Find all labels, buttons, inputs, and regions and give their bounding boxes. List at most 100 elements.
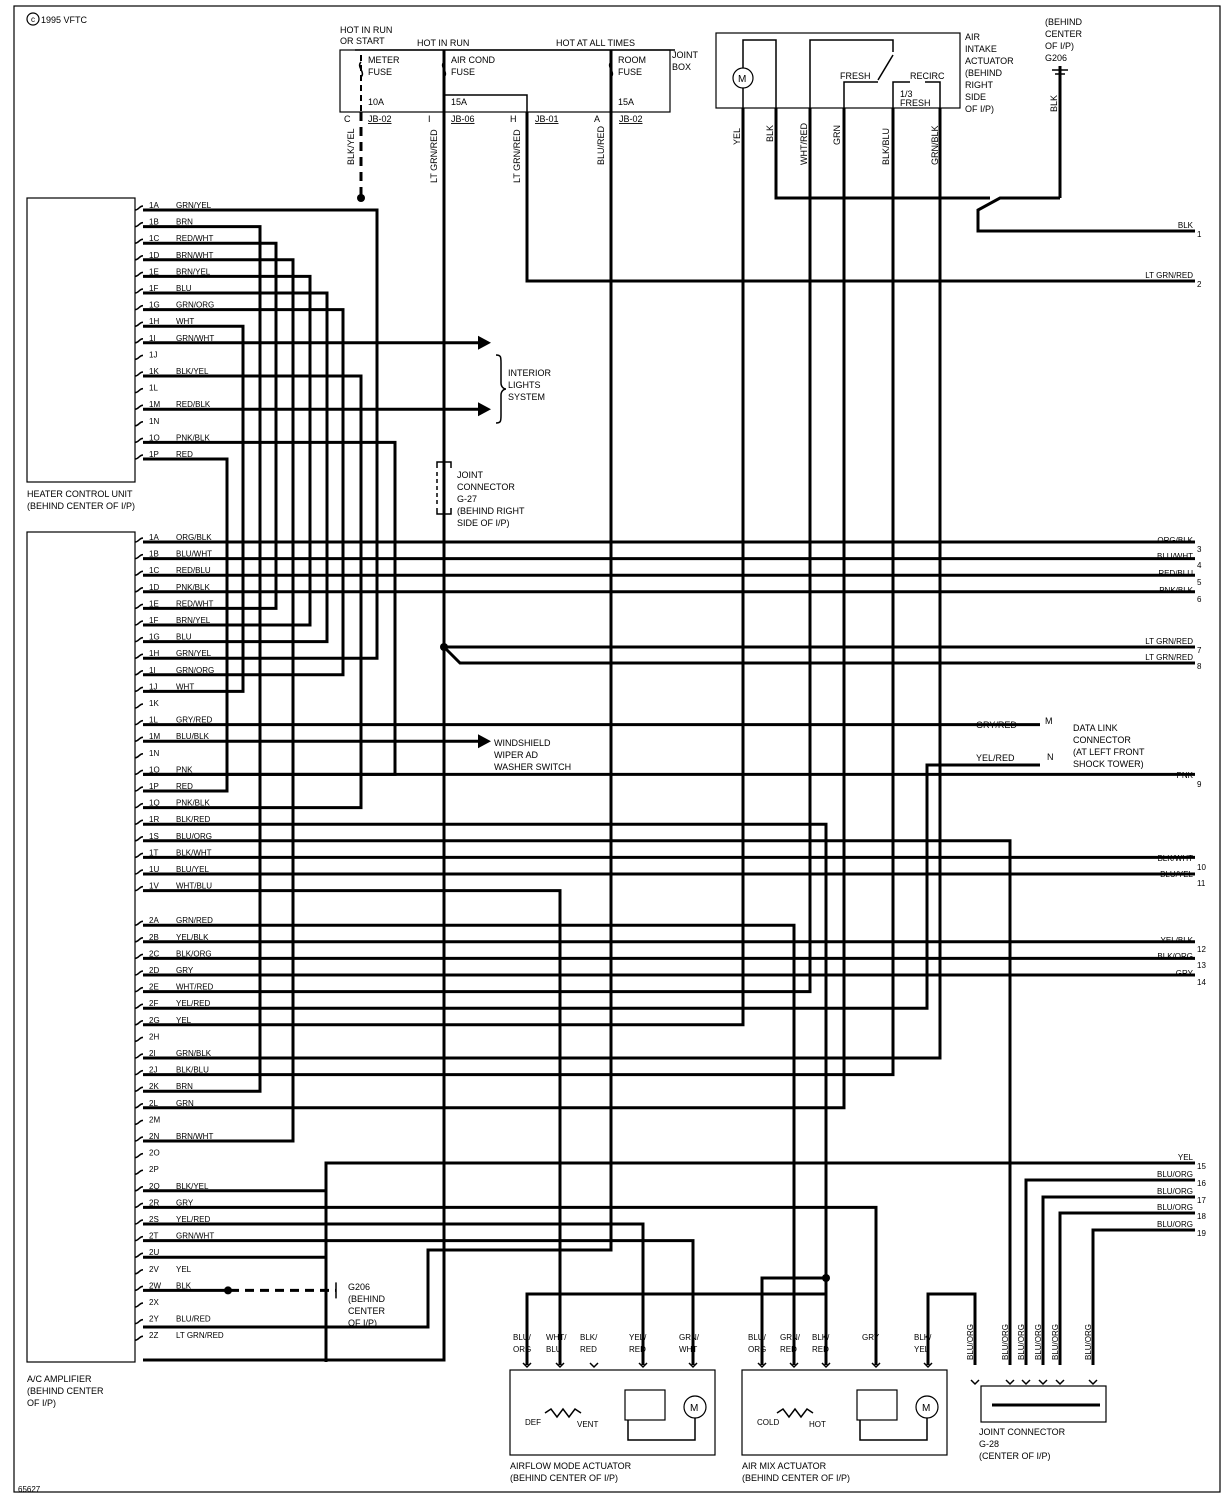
hcu-pin-mark xyxy=(134,454,144,460)
pin-mark xyxy=(522,1362,532,1369)
amp-pin-1n: 1N xyxy=(149,749,159,758)
interior-lights-brace xyxy=(495,354,507,424)
hcu-pin-mark xyxy=(134,271,144,278)
pin-mark xyxy=(1005,1379,1015,1386)
airmix_actuator-limit-switch-icon xyxy=(856,1389,898,1421)
wire xyxy=(1024,1178,1195,1365)
amp-pin-1s: 1S xyxy=(149,832,159,841)
meter-fuse-amps: 10A xyxy=(368,97,384,107)
hcu-pin-1h: 1H xyxy=(149,317,159,326)
amp-wire-label: BLU/ORG xyxy=(176,832,212,841)
pin-mark xyxy=(1038,1379,1048,1386)
amp-pin-1u: 1U xyxy=(149,865,159,874)
airflow_actuator-label: AIRFLOW MODE ACTUATOR(BEHIND CENTER OF I… xyxy=(510,1461,632,1483)
amp-pin-mark xyxy=(134,953,144,960)
hcu-pin-mark xyxy=(134,321,144,327)
airmix_actuator-wire-label: BLK/RED xyxy=(812,1333,830,1354)
output-number: 16 xyxy=(1197,1179,1206,1188)
hcu-wire-label: BLU xyxy=(176,284,192,293)
amp-pin-mark xyxy=(134,920,144,926)
amp-pin-1j: 1J xyxy=(149,682,157,691)
airmix_actuator-potentiometer-icon xyxy=(776,1407,814,1419)
amp-wire-label: YEL/BLK xyxy=(176,933,209,942)
amp-wire-label: GRN/ORG xyxy=(176,666,214,675)
airflow_actuator-box xyxy=(509,1369,716,1456)
amp-pin-mark xyxy=(134,1235,144,1242)
pin-mark xyxy=(1055,1379,1065,1386)
amp-wire-label: WHT/BLU xyxy=(176,882,212,891)
hcu-pin-mark xyxy=(134,437,144,444)
airflow_actuator-wire-label: YEL/RED xyxy=(629,1333,647,1354)
amp-wire-label: GRN/YEL xyxy=(176,649,212,658)
hcu-pin-1c: 1C xyxy=(149,234,159,243)
output-number: 5 xyxy=(1197,578,1202,587)
arrow-icon xyxy=(478,335,491,350)
pin-mark xyxy=(638,1362,648,1369)
amp-pin-mark xyxy=(134,1169,144,1175)
amp-pin-1p: 1P xyxy=(149,782,159,791)
g28-wire-label: BLU/ORG xyxy=(1017,1324,1026,1360)
amp-pin-mark xyxy=(134,819,144,825)
output-wire-label: LT GRN/RED xyxy=(1145,653,1193,662)
amp-wire-label: BLU/WHT xyxy=(176,550,212,559)
amp-pin-mark xyxy=(134,1053,144,1059)
output-wire-label: RED/BLU xyxy=(1158,569,1193,578)
splice-dot xyxy=(357,194,365,202)
amp-pin-mark xyxy=(134,719,144,726)
amp-pin-2c: 2C xyxy=(149,949,159,958)
amp-pin-2t: 2T xyxy=(149,1232,158,1241)
wire xyxy=(525,112,1195,283)
air-cond-fuse-icon xyxy=(441,61,447,78)
output-wire-label: BLU/ORG xyxy=(1157,1187,1193,1196)
wire xyxy=(143,1222,645,1365)
amp-wire-label: GRY xyxy=(176,1198,194,1207)
wire xyxy=(760,1276,826,1365)
hcu-pin-1p: 1P xyxy=(149,450,159,459)
amp-pin-1g: 1G xyxy=(149,633,160,642)
g28-wire-label: BLU/ORG xyxy=(1034,1324,1043,1360)
airflow_actuator-potentiometer-icon xyxy=(544,1407,582,1419)
recirc-label: RECIRC xyxy=(910,71,945,81)
amp-pin-mark xyxy=(134,852,144,859)
amp-pin-1k: 1K xyxy=(149,699,159,708)
room-fuse-icon xyxy=(608,61,614,78)
heater-control-unit-label: HEATER CONTROL UNIT(BEHIND CENTER OF I/P… xyxy=(27,489,135,511)
output-wire-label: YEL/BLK xyxy=(1161,936,1194,945)
hcu-pin-mark xyxy=(134,304,144,311)
amp-wire-label: BRN xyxy=(176,1082,193,1091)
svg-text:YEL: YEL xyxy=(732,128,742,145)
amp-pin-mark xyxy=(134,587,144,593)
wire xyxy=(143,291,329,644)
amp-wire-label: YEL xyxy=(176,1265,192,1274)
pin-mark xyxy=(923,1362,933,1369)
amp-pin-mark xyxy=(134,1318,144,1325)
amp-pin-1t: 1T xyxy=(149,848,158,857)
pin-mark xyxy=(589,1362,599,1369)
output-number: 7 xyxy=(1197,646,1202,655)
airmix_actuator-wire-label: BLU/ORG xyxy=(748,1333,767,1354)
hcu-pin-1d: 1D xyxy=(149,251,159,260)
amp-pin-1r: 1R xyxy=(149,815,159,824)
dlc-wire-n: YEL/RED xyxy=(976,753,1015,763)
wire xyxy=(143,108,846,1110)
wire xyxy=(143,108,895,1077)
hcu-pin-mark xyxy=(134,221,144,228)
amp-pin-mark xyxy=(134,1335,144,1341)
output-wire-label: BLK/WHT xyxy=(1157,854,1193,863)
output-number: 8 xyxy=(1197,662,1202,671)
connector-jb01: JB-01 xyxy=(535,114,559,124)
amp-pin-2b: 2B xyxy=(149,933,159,942)
hcu-pin-1j: 1J xyxy=(149,350,157,359)
amp-wire-label: BLU/YEL xyxy=(176,865,209,874)
svg-text:BLK/BLU: BLK/BLU xyxy=(881,128,891,165)
airmix_actuator-box xyxy=(741,1369,948,1456)
amp-pin-mark xyxy=(134,686,144,693)
amp-pin-1m: 1M xyxy=(149,732,160,741)
amp-pin-mark xyxy=(134,1069,144,1076)
airmix_actuator-wire-label: GRY xyxy=(862,1333,880,1342)
